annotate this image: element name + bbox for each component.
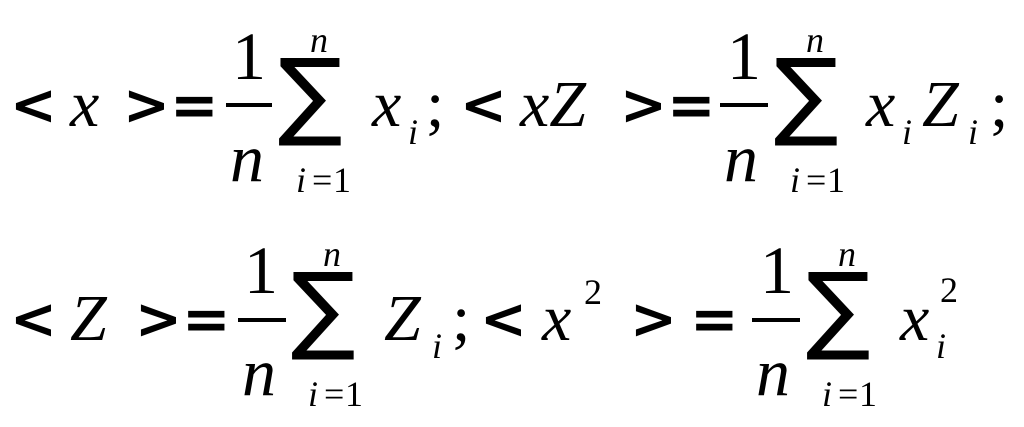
sum-lower-index: i <box>822 374 833 414</box>
fraction-numerator: 1 <box>760 232 794 308</box>
sum-upper-limit: n <box>310 20 328 60</box>
term-var: x <box>372 68 402 141</box>
angle-close: > <box>123 73 170 138</box>
angle-open: < <box>480 287 527 352</box>
angle-close: > <box>135 287 182 352</box>
sum-symbol: ∑ <box>774 38 839 150</box>
fraction-bar <box>226 103 272 107</box>
separator-semicolon: ; <box>426 68 445 141</box>
angle-close: > <box>620 73 667 138</box>
angle-open: < <box>460 73 507 138</box>
angle-open: < <box>10 73 57 138</box>
sum-upper-limit: n <box>323 234 341 274</box>
fraction-denominator: n <box>756 334 790 410</box>
equals-sign: = <box>170 71 219 139</box>
fraction-bar <box>238 318 286 322</box>
term-var-x: x <box>866 68 896 141</box>
fraction-numerator: 1 <box>244 232 278 308</box>
fraction-bar <box>720 103 768 107</box>
term-subscript-x: i <box>902 112 913 152</box>
term-var: x <box>900 282 930 355</box>
sum-symbol: ∑ <box>806 252 871 364</box>
fraction-denominator: n <box>230 120 264 196</box>
sum-lower-equals: = <box>838 374 859 414</box>
separator-semicolon: ; <box>990 68 1009 141</box>
sum-lower-index: i <box>308 374 319 414</box>
term-superscript: 2 <box>940 270 958 310</box>
fraction-denominator: n <box>242 334 276 410</box>
lhs-var: x <box>542 282 572 355</box>
fraction-denominator: n <box>724 120 758 196</box>
fraction-bar <box>752 318 800 322</box>
lhs-var: x <box>70 68 100 141</box>
term-var: Z <box>384 282 421 355</box>
sum-lower-equals: = <box>324 374 345 414</box>
lhs-superscript: 2 <box>584 272 602 312</box>
sum-lower-value: 1 <box>333 160 351 200</box>
fraction-numerator: 1 <box>727 18 761 94</box>
term-subscript: i <box>936 326 947 366</box>
equals-sign: = <box>690 285 739 353</box>
sum-lower-value: 1 <box>827 160 845 200</box>
sum-upper-limit: n <box>806 20 824 60</box>
sum-lower-value: 1 <box>345 374 363 414</box>
equals-sign: = <box>667 71 716 139</box>
equals-sign: = <box>182 285 231 353</box>
sum-lower-equals: = <box>312 160 333 200</box>
sum-upper-limit: n <box>838 234 856 274</box>
sum-symbol: ∑ <box>291 252 356 364</box>
term-subscript-z: i <box>968 112 979 152</box>
term-subscript: i <box>408 112 419 152</box>
fraction-numerator: 1 <box>232 18 266 94</box>
angle-close: > <box>630 287 677 352</box>
term-subscript: i <box>432 326 443 366</box>
lhs-var: xZ <box>520 68 586 141</box>
lhs-var: Z <box>70 282 107 355</box>
angle-open: < <box>10 287 57 352</box>
sum-lower-value: 1 <box>859 374 877 414</box>
sum-lower-index: i <box>296 160 307 200</box>
sum-lower-index: i <box>790 160 801 200</box>
sum-symbol: ∑ <box>278 38 343 150</box>
term-var-z: Z <box>922 68 959 141</box>
sum-lower-equals: = <box>806 160 827 200</box>
separator-semicolon: ; <box>452 282 471 355</box>
